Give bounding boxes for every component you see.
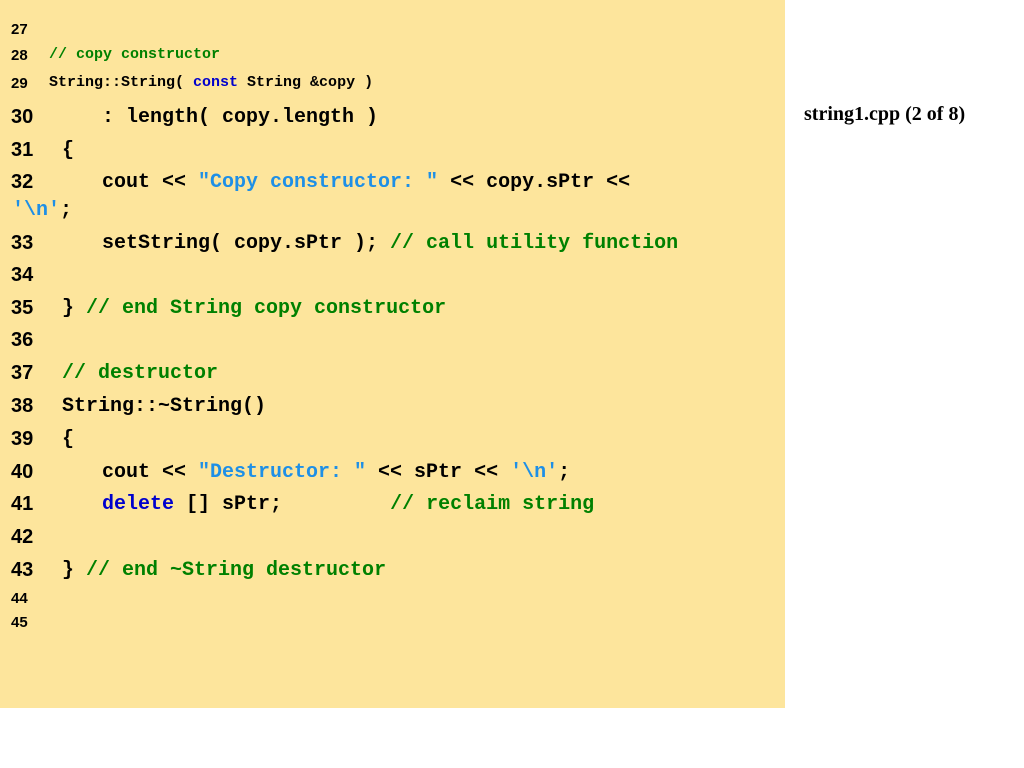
code-comment: // reclaim string (390, 493, 595, 516)
code-plain: String &copy ) (238, 74, 374, 91)
code-text: { (62, 430, 74, 450)
line-number: 38 (11, 395, 34, 417)
code-plain: cout << (102, 171, 199, 194)
code-string: '\n' (12, 199, 61, 222)
code-string: "Copy constructor: " (198, 171, 439, 194)
file-label: string1.cpp (2 of 8) (804, 103, 966, 125)
line-number: 39 (11, 428, 34, 450)
code-text: String::String( const String &copy ) (49, 75, 373, 90)
line-number: 28 (11, 47, 28, 64)
code-string: "Destructor: " (198, 461, 367, 484)
code-plain: [] sPtr; (174, 493, 391, 516)
code-plain: ; (558, 461, 571, 484)
line-number: 34 (11, 264, 34, 286)
code-text: cout << "Destructor: " << sPtr << '\n'; (102, 463, 570, 483)
line-number: 43 (11, 559, 34, 581)
code-text: : length( copy.length ) (102, 108, 378, 128)
line-number: 31 (11, 139, 34, 161)
code-plain: ; (60, 199, 73, 222)
code-plain: } (62, 559, 87, 582)
code-text: // destructor (62, 364, 218, 384)
code-plain: : length( copy.length ) (102, 106, 379, 129)
line-number: 35 (11, 297, 34, 319)
code-string: '\n' (510, 461, 559, 484)
line-number: 33 (11, 232, 34, 254)
line-number: 37 (11, 362, 34, 384)
line-number: 45 (11, 614, 28, 631)
code-plain: << copy.sPtr << (438, 171, 631, 194)
code-text: // copy constructor (49, 47, 220, 62)
code-text: delete [] sPtr; // reclaim string (102, 495, 594, 515)
code-comment: // destructor (62, 362, 219, 385)
line-number: 30 (11, 106, 34, 128)
code-text: String::~String() (62, 397, 266, 417)
code-comment: // end ~String destructor (86, 559, 387, 582)
code-text: setString( copy.sPtr ); // call utility … (102, 234, 678, 254)
code-text: '\n'; (12, 201, 72, 221)
code-plain: String::String( (49, 74, 194, 91)
line-number: 41 (11, 493, 34, 515)
line-number: 32 (11, 171, 34, 193)
line-number: 36 (11, 329, 34, 351)
code-comment: // call utility function (390, 232, 679, 255)
code-comment: // end String copy constructor (86, 297, 447, 320)
code-text: { (62, 141, 74, 161)
code-plain: setString( copy.sPtr ); (102, 232, 391, 255)
code-plain: { (62, 139, 75, 162)
code-plain: { (62, 428, 75, 451)
line-number: 42 (11, 526, 34, 548)
code-text: cout << "Copy constructor: " << copy.sPt… (102, 173, 630, 193)
line-number: 44 (11, 590, 28, 607)
code-plain: } (62, 297, 87, 320)
code-keyword: const (193, 74, 239, 91)
code-comment: // copy constructor (49, 46, 221, 63)
code-text: } // end String copy constructor (62, 299, 446, 319)
line-number: 29 (11, 75, 28, 92)
code-plain: << sPtr << (366, 461, 511, 484)
line-number: 40 (11, 461, 34, 483)
code-keyword: delete (102, 493, 175, 516)
line-number: 27 (11, 21, 28, 38)
code-plain: cout << (102, 461, 199, 484)
code-text: } // end ~String destructor (62, 561, 386, 581)
code-plain: String::~String() (62, 395, 267, 418)
